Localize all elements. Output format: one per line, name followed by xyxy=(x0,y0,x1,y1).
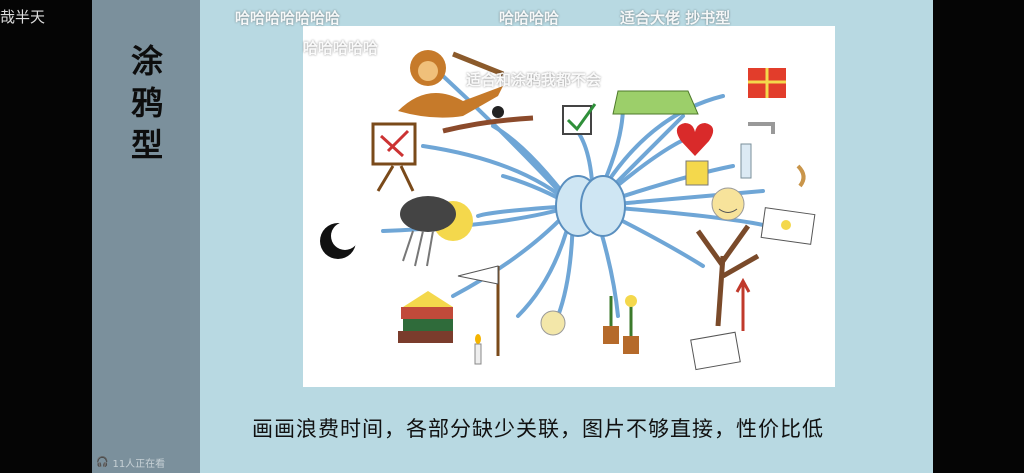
slide-side-panel: 涂鸦型 xyxy=(92,0,200,473)
viewer-count-text: 11人正在看 xyxy=(112,459,166,470)
mind-map-drawing xyxy=(320,50,816,371)
right-letterbox xyxy=(933,0,1024,473)
danmaku-comment: 哈哈哈哈哈 xyxy=(303,39,379,57)
viewer-count: 🎧 11人正在看 xyxy=(96,455,165,470)
slide-title: 涂鸦型 xyxy=(130,42,163,164)
danmaku-comment: 适合和涂鸦我都不会 xyxy=(466,71,602,89)
headphones-icon: 🎧 xyxy=(96,457,109,468)
left-letterbox xyxy=(0,0,92,473)
slide-caption: 画画浪费时间，各部分缺少关联，图片不够直接，性价比低 xyxy=(252,417,824,441)
mind-map-illustration xyxy=(303,26,835,387)
danmaku-comment: 适合大佬 抄书型 xyxy=(620,9,731,27)
top-left-label: 哉半天 xyxy=(0,8,46,26)
danmaku-comment: 哈哈哈哈 xyxy=(499,9,560,27)
presentation-slide: 涂鸦型 xyxy=(92,0,933,473)
danmaku-comment: 哈哈哈哈哈哈哈 xyxy=(235,9,341,27)
